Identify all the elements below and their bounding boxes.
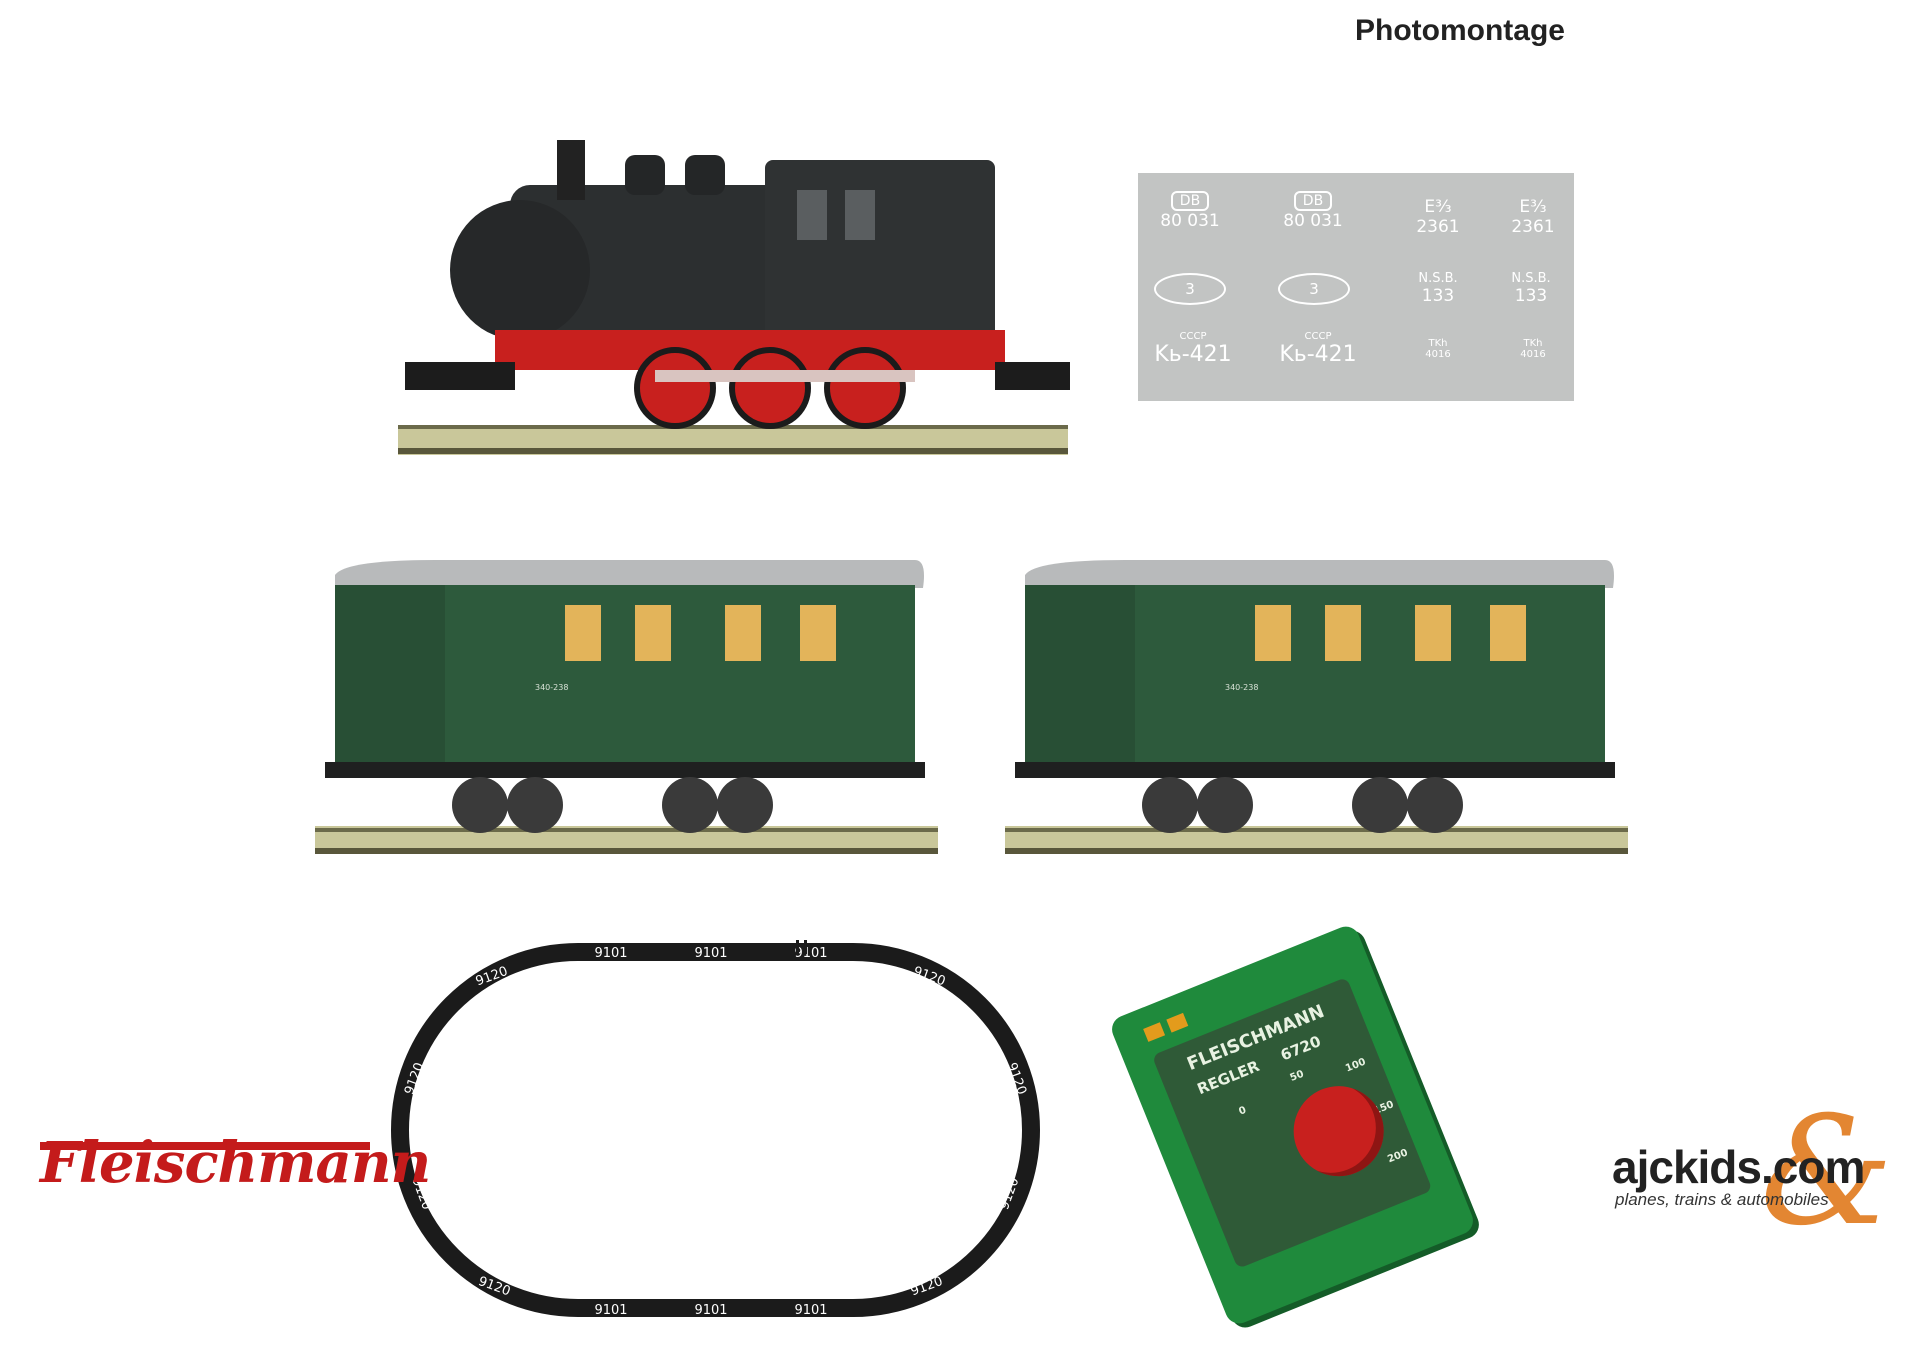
ajckids-logo: ajckids.com	[1612, 1141, 1865, 1193]
track-label-bottom-3: 9101	[794, 1303, 827, 1318]
decal-nsb-133-b: N.S.B. 133	[1511, 271, 1551, 306]
fleischmann-logo: Fleischmann	[40, 1130, 431, 1196]
decal-cccp-kb421-a: CCCP Kь-421	[1154, 331, 1232, 367]
decal-nsb-133-a: N.S.B. 133	[1418, 271, 1458, 306]
ajckids-ampersand-icon: &	[1760, 1085, 1894, 1259]
decal-tkh-4016-a: TKh 4016	[1425, 338, 1451, 360]
decal-db-80031-b: DB 80 031	[1283, 191, 1343, 231]
ajckids-tagline: planes, trains & automobiles	[1615, 1190, 1829, 1209]
passenger-coach-left-image: 340-238	[315, 560, 938, 854]
controller-button-2	[1166, 1012, 1189, 1033]
coach-number-right: 340-238	[1225, 683, 1258, 692]
steam-locomotive-image	[398, 140, 1070, 455]
track-label-bottom-2: 9101	[694, 1303, 727, 1318]
oval-track-layout: 9101 9101 9101 9101 9101 9101 9120 9120 …	[391, 940, 1040, 1318]
track-label-bottom-1: 9101	[594, 1303, 627, 1318]
controller-panel: FLEISCHMANN REGLER 6720 0 50 100 150 200	[1151, 976, 1433, 1269]
decal-sheet: DB 80 031 DB 80 031 E³⁄₃ 2361 E³⁄₃ 2361 …	[1138, 173, 1574, 401]
fleischmann-logo-underline	[40, 1142, 370, 1150]
controller-scale-200: 200	[1386, 1147, 1410, 1166]
passenger-coach-right-image: 340-238	[1005, 560, 1628, 854]
decal-cccp-kb421-b: CCCP Kь-421	[1279, 331, 1357, 367]
controller-scale-0: 0	[1237, 1104, 1248, 1118]
decal-oval-3-a: 3	[1154, 273, 1226, 305]
locomotive-track-ties	[398, 425, 1068, 454]
controller-button-1	[1143, 1022, 1166, 1042]
coach-number-left: 340-238	[535, 683, 568, 692]
speed-controller: FLEISCHMANN REGLER 6720 0 50 100 150 200	[1107, 922, 1478, 1328]
photomontage-caption: Photomontage	[1355, 14, 1565, 47]
track-label-top-3: 9101	[794, 946, 827, 961]
track-label-top-1: 9101	[594, 946, 627, 961]
decal-e33-2361-a: E³⁄₃ 2361	[1416, 197, 1460, 237]
decal-e33-2361-b: E³⁄₃ 2361	[1511, 197, 1555, 237]
decal-tkh-4016-b: TKh 4016	[1520, 338, 1546, 360]
track-label-top-2: 9101	[694, 946, 727, 961]
decal-oval-3-b: 3	[1278, 273, 1350, 305]
decal-db-80031-a: DB 80 031	[1160, 191, 1220, 231]
controller-scale-50: 50	[1288, 1068, 1306, 1084]
track-label-curve-1: 9120	[474, 964, 510, 989]
controller-speed-knob	[1280, 1072, 1398, 1190]
controller-scale-100: 100	[1344, 1056, 1368, 1075]
